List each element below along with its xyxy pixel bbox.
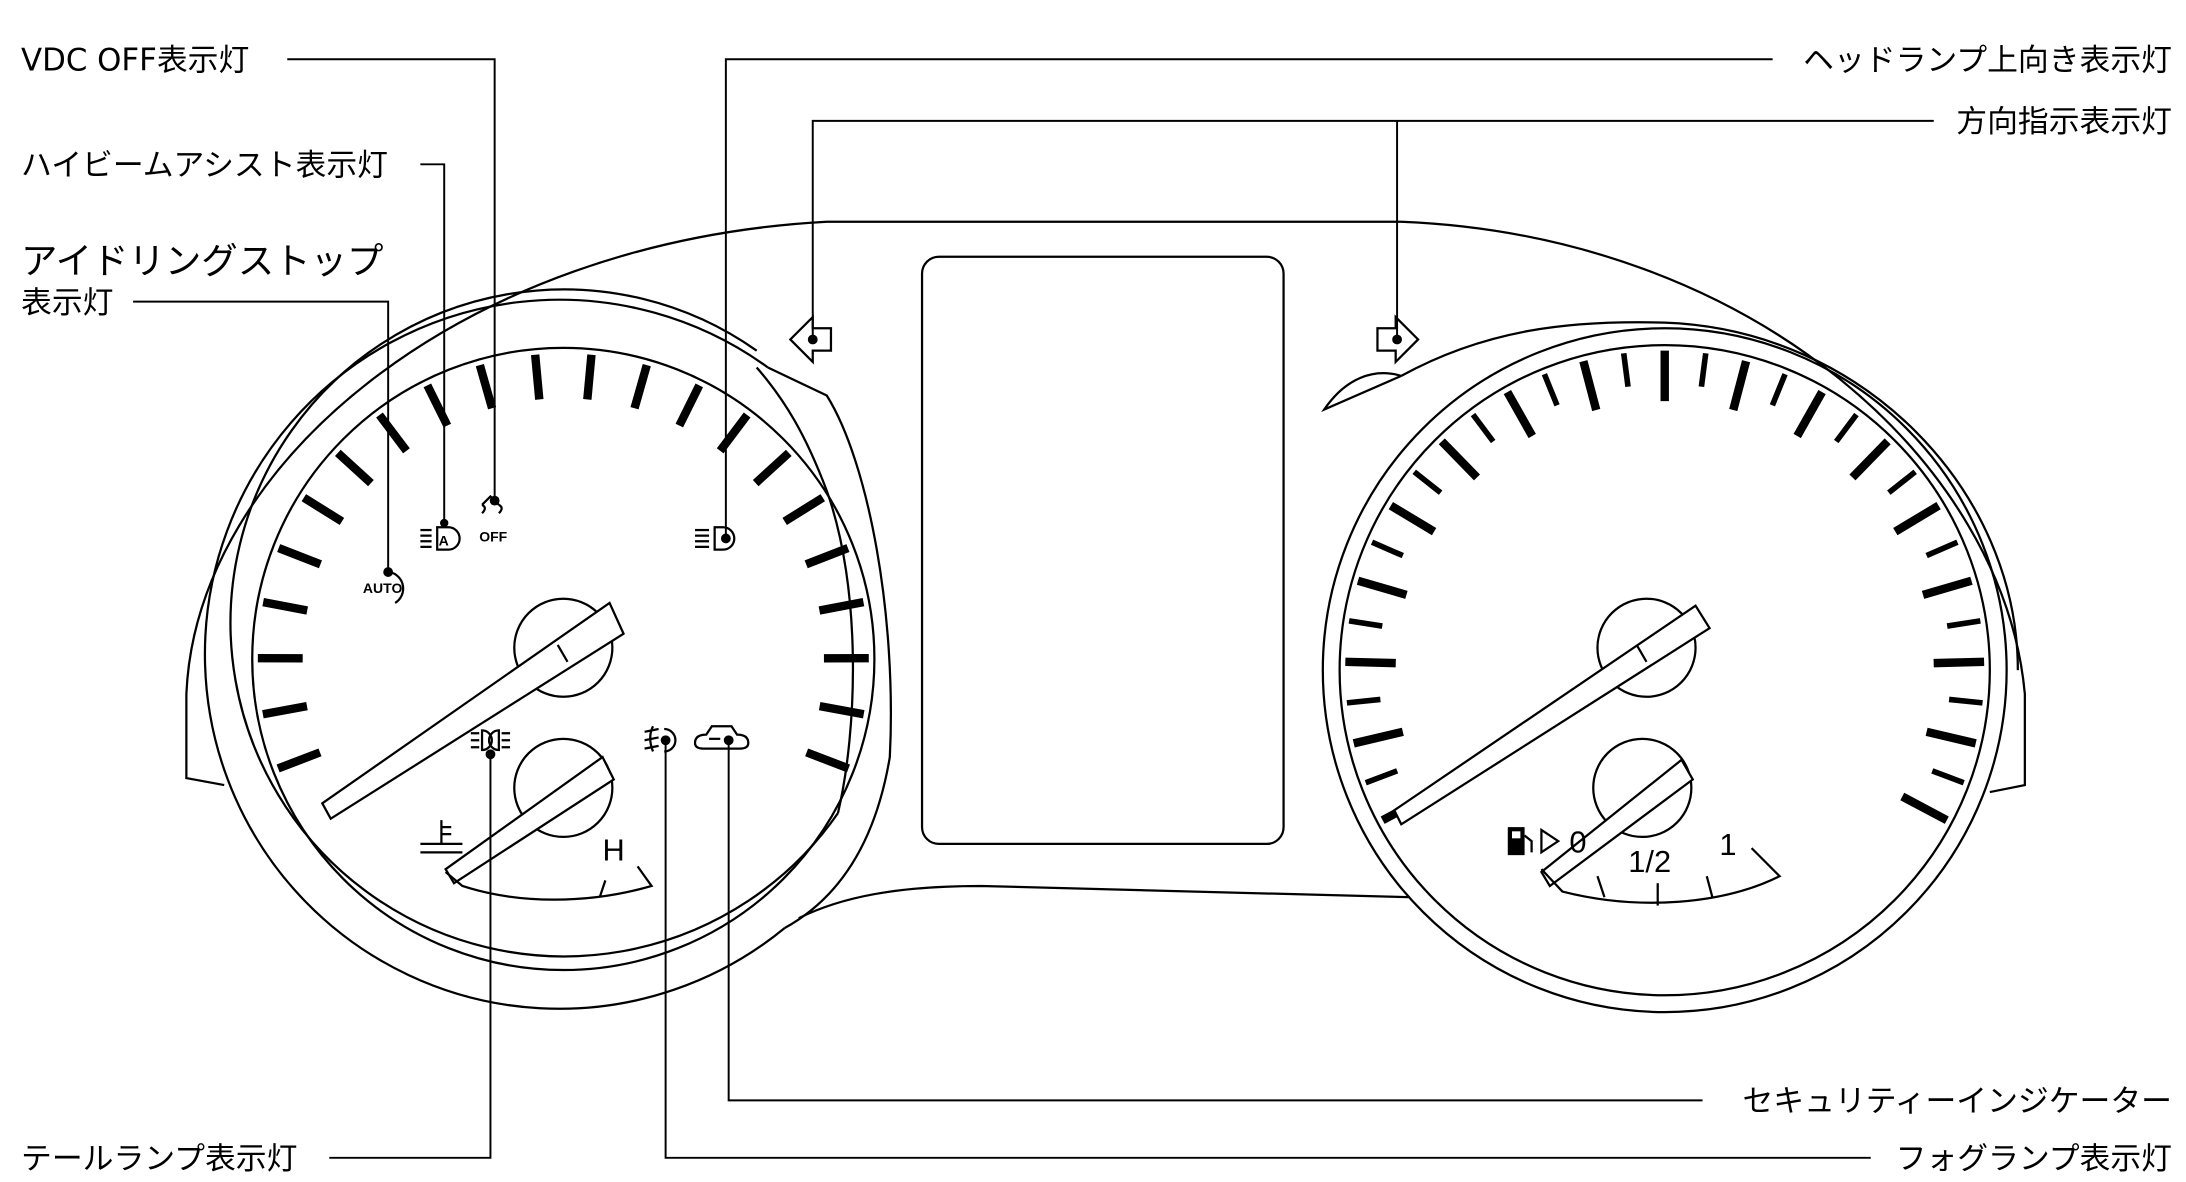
dial-tick xyxy=(782,494,825,525)
tachometer-dial xyxy=(1338,343,1991,997)
dial-tick xyxy=(804,544,850,569)
fuel-pump-icon xyxy=(1507,827,1561,856)
speedometer-dial xyxy=(251,346,876,972)
svg-text:AUTO: AUTO xyxy=(363,580,403,596)
coolant-temp-icon xyxy=(420,820,463,854)
dial-tick xyxy=(262,702,308,719)
turn-signal-right-icon xyxy=(1376,314,1420,365)
fog-lamp-icon xyxy=(644,725,677,753)
dial-tick xyxy=(1921,576,1973,599)
speedometer-hub xyxy=(513,597,614,698)
dial-tick xyxy=(1345,657,1396,668)
dial-tick xyxy=(1698,352,1709,388)
label-vdc-off: VDC OFF表示灯 xyxy=(21,42,249,78)
dial-tick xyxy=(1348,618,1383,629)
label-headlamp-high: ヘッドランプ上向き表示灯 xyxy=(1803,42,2172,78)
label-tail-lamp: テールランプ表示灯 xyxy=(21,1141,297,1177)
dial-tick xyxy=(630,363,651,410)
dial-tick xyxy=(1579,360,1601,412)
dial-tick xyxy=(530,354,544,400)
dial-tick xyxy=(1948,696,1983,706)
dial-tick xyxy=(1541,373,1560,407)
needles xyxy=(320,601,1712,888)
fuel-half-label: 1/2 xyxy=(1628,844,1671,879)
dial-tick xyxy=(1346,696,1381,706)
dial-tick xyxy=(1388,502,1437,536)
speedometer-needle xyxy=(320,601,625,821)
tachometer-needle xyxy=(1392,604,1712,826)
temp-hot-label: H xyxy=(603,833,625,868)
tail-lamp-icon xyxy=(470,729,511,752)
label-fog-lamp: フォグランプ表示灯 xyxy=(1896,1141,2172,1177)
dial-tick xyxy=(1729,360,1751,412)
dial-tick xyxy=(1503,390,1536,439)
dial-tick xyxy=(1620,352,1631,388)
temp-gauge-hub xyxy=(513,737,614,839)
dial-tick xyxy=(1925,727,1977,748)
dial-tick xyxy=(805,748,851,773)
dial-tick xyxy=(1893,502,1941,536)
security-indicator-icon xyxy=(693,725,750,750)
cluster-housing xyxy=(185,220,2026,1014)
svg-text:OFF: OFF xyxy=(479,528,507,544)
fuel-empty-label: 0 xyxy=(1569,824,1586,859)
dial-tick xyxy=(1931,768,1965,786)
dial-tick xyxy=(716,412,751,454)
temp-needle xyxy=(444,755,616,885)
dial-tick xyxy=(1887,469,1917,495)
dial-tick xyxy=(675,383,704,428)
dial-tick xyxy=(1925,539,1959,559)
dial-tick xyxy=(1356,576,1408,599)
dial-tick xyxy=(376,412,410,454)
center-display xyxy=(920,255,1285,846)
dial-tick xyxy=(301,494,345,525)
label-idling-stop-1: アイドリングストップ xyxy=(21,240,383,283)
fuel-full-label: 1 xyxy=(1719,827,1736,862)
dial-tick xyxy=(1946,618,1981,629)
dial-tick xyxy=(1900,792,1949,824)
dial-tick xyxy=(1364,768,1399,786)
label-security: セキュリティーインジケーター xyxy=(1742,1084,2172,1120)
dial-tick xyxy=(475,363,497,410)
idling-stop-icon: AUTO xyxy=(363,570,405,604)
leader-lines xyxy=(133,58,1934,1159)
dial-tick xyxy=(1793,390,1826,439)
dial-tick xyxy=(1370,539,1404,559)
tachometer-hub xyxy=(1596,597,1697,698)
svg-text:A: A xyxy=(439,532,449,548)
dial-tick xyxy=(1769,373,1788,407)
dial-tick xyxy=(1352,727,1404,748)
fuel-gauge-hub xyxy=(1592,737,1693,839)
temp-gauge-scale: H xyxy=(420,820,654,901)
fuel-gauge-scale: 1/2 1 0 xyxy=(1507,824,1782,906)
dial-tick xyxy=(583,354,596,400)
label-idling-stop-2: 表示灯 xyxy=(21,285,113,321)
fuel-needle xyxy=(1539,758,1695,888)
dial-tick xyxy=(1470,412,1496,444)
dial-tick xyxy=(1438,438,1480,481)
dial-tick xyxy=(262,598,309,615)
dial-tick xyxy=(277,544,322,569)
dial-tick xyxy=(276,748,322,773)
dial-tick xyxy=(1849,438,1891,481)
dial-tick xyxy=(1933,657,1985,668)
high-beam-assist-icon: A xyxy=(420,526,461,551)
dial-tick xyxy=(752,449,792,487)
label-high-beam-assist: ハイビームアシスト表示灯 xyxy=(21,148,388,184)
speedometer-ticks xyxy=(257,354,869,773)
dial-tick xyxy=(1834,412,1859,444)
tachometer-ticks xyxy=(1345,350,1985,824)
dial-tick xyxy=(818,598,865,615)
dial-tick xyxy=(1412,469,1443,495)
dial-tick xyxy=(334,449,374,487)
dial-tick xyxy=(818,702,865,719)
label-turn-signal: 方向指示表示灯 xyxy=(1956,104,2172,140)
